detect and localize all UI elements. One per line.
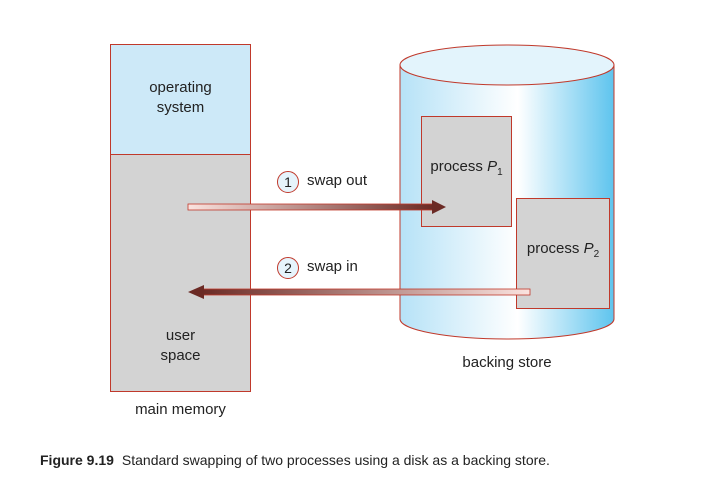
process-p1-label: process P1 xyxy=(430,158,503,178)
process-p2-box xyxy=(516,198,610,309)
operating-system-label: operating system xyxy=(110,78,251,118)
process-p2-label: process P2 xyxy=(526,240,600,260)
swap-out-label: swap out xyxy=(307,172,368,189)
figure-number: Figure 9.19 xyxy=(40,452,114,468)
os-label-line1: operating xyxy=(149,79,212,96)
user-label-line2: space xyxy=(160,347,201,364)
user-label-line1: user xyxy=(165,327,196,344)
user-space-label: user space xyxy=(110,326,251,366)
user-space-region xyxy=(110,154,251,392)
step-1-circle: 1 xyxy=(277,171,299,193)
step-2-circle: 2 xyxy=(277,257,299,279)
swap-out-arrow xyxy=(187,200,446,214)
swap-in-label: swap in xyxy=(307,258,358,275)
main-memory-label: main memory xyxy=(135,401,226,418)
operating-system-region xyxy=(110,44,251,155)
os-label-line2: system xyxy=(156,99,205,116)
figure-caption-text: Standard swapping of two processes using… xyxy=(121,452,550,468)
swap-in-arrow xyxy=(188,285,531,299)
figure-caption: Figure 9.19 Standard swapping of two proc… xyxy=(40,452,550,468)
backing-store-label: backing store xyxy=(462,354,552,371)
